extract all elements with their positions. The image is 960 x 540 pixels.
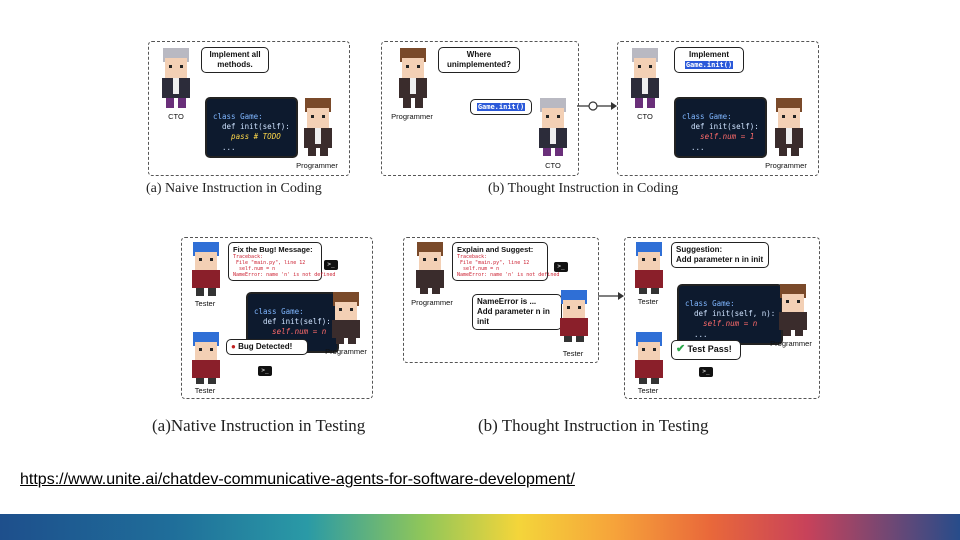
code-line: ... [682,142,705,152]
error-line: self.num = n [457,266,500,272]
code-line: self.num = 1 [682,132,755,142]
code-snippet: class Game: def init(self, n): self.num … [677,284,784,345]
check-icon: ✔ [676,343,686,355]
source-link[interactable]: https://www.unite.ai/chatdev-communicati… [20,471,575,488]
tester-avatar-icon [631,332,667,391]
code-line: ... [685,329,708,339]
tester-label: Tester [562,349,584,358]
programmer-label: Programmer [391,112,433,121]
bug-icon: ● [231,342,236,351]
bubble-line: Implement all [209,50,261,59]
programmer-avatar-icon [770,98,808,165]
programmer-avatar-icon [328,292,364,353]
bubble-line: methods. [217,60,253,69]
code-line: self.num = n [254,327,327,337]
bug-bubble: ● Bug Detected! [226,339,308,355]
tester-avatar-icon [631,242,667,303]
suggestion-line: Add parameter n in init [676,255,764,264]
error-message-box: Fix the Bug! Message: Traceback: File "m… [228,242,336,281]
programmer-label: Programmer [296,161,338,170]
error-line: self.num = n [233,266,276,272]
panel-thought-testing-left: Explain and Suggest: Traceback: File "ma… [403,237,599,363]
caption-naive-coding: (a) Naive Instruction in Coding [146,181,322,196]
error-line: NameError: name 'n' is not defined [233,272,336,278]
code-reference: Game.init() [684,61,734,69]
programmer-label: Programmer [411,298,453,307]
code-line: self.num = n [685,319,758,329]
error-message-box: Explain and Suggest: Traceback: File "ma… [452,242,560,281]
programmer-avatar-icon [775,284,811,345]
tester-avatar-icon [188,242,224,303]
terminal-icon: >_ [554,262,568,272]
suggestion-line: Suggestion: [676,245,723,254]
bubble-title: Fix the Bug! Message: [233,245,313,254]
error-line: File "main.py", line 12 [457,260,530,266]
connector-arrow-icon [598,292,624,300]
programmer-avatar-icon [412,242,448,301]
bug-text: Bug Detected! [238,342,293,351]
terminal-icon: >_ [324,260,338,270]
error-line: Traceback: [457,254,488,260]
connector-arrow-icon [577,101,617,111]
programmer-avatar-icon [394,48,432,115]
code-line: pass # TODO [213,132,281,142]
code-reference: Game.init() [476,103,526,111]
cto-label: CTO [545,161,561,170]
panel-thought-coding-right: Implement Game.init() CTO class Game: de… [617,41,819,176]
tester-label: Tester [637,297,659,306]
tester-label: Tester [194,386,216,395]
caption-thought-testing: (b) Thought Instruction in Testing [478,416,709,435]
programmer-label: Programmer [325,347,367,356]
code-line: def init(self, n): [685,309,776,319]
code-line: class Game: [254,307,304,317]
caption-native-testing: (a)Native Instruction in Testing [152,416,366,435]
code-line: class Game: [682,112,732,122]
code-line: class Game: [685,299,735,309]
panel-native-testing: Fix the Bug! Message: Traceback: File "m… [181,237,373,399]
error-line: NameError: name 'n' is not defined [457,272,560,278]
code-snippet: class Game: def init(self): pass # TODO … [205,97,298,158]
speech-bubble: Implement all methods. [201,47,269,73]
code-line: def init(self): [682,122,759,132]
speech-bubble: Implement Game.init() [674,47,744,73]
terminal-icon: >_ [258,366,272,376]
answer-line: Add parameter n in init [477,307,550,326]
programmer-avatar-icon [299,98,337,165]
cto-avatar-icon [534,98,572,165]
cto-label: CTO [168,112,184,121]
answer-bubble: Game.init() [470,99,532,115]
bubble-title: Explain and Suggest: [457,245,534,254]
panel-naive-coding: Implement all methods. CTO class Game: d… [148,41,350,176]
cto-avatar-icon [626,48,664,115]
suggestion-bubble: Suggestion: Add parameter n in init [671,242,769,268]
code-line: class Game: [213,112,263,122]
panel-thought-testing-right: Suggestion: Add parameter n in init Test… [624,237,820,399]
answer-bubble: NameError is ... Add parameter n in init [472,294,562,330]
panel-thought-coding-left: Where unimplemented? Programmer Game.ini… [381,41,579,176]
cto-avatar-icon [157,48,195,115]
answer-line: NameError is ... [477,297,537,306]
programmer-label: Programmer [770,339,812,348]
tester-label: Tester [637,386,659,395]
terminal-icon: >_ [699,367,713,377]
error-line: File "main.py", line 12 [233,260,306,266]
bubble-line: unimplemented? [446,60,511,69]
code-snippet: class Game: def init(self): self.num = 1… [674,97,767,158]
bubble-line: Implement [688,50,729,59]
tester-avatar-icon [556,290,592,351]
code-line: def init(self): [254,317,331,327]
pass-bubble: ✔ Test Pass! [671,340,741,360]
tester-avatar-icon [188,332,224,391]
code-line: ... [213,142,236,152]
decorative-gradient-bar [0,514,960,540]
bubble-line: Where [466,50,492,59]
tester-label: Tester [194,299,216,308]
pass-text: Test Pass! [687,344,732,354]
error-line: Traceback: [233,254,264,260]
programmer-label: Programmer [765,161,807,170]
caption-thought-coding: (b) Thought Instruction in Coding [488,181,679,196]
speech-bubble: Where unimplemented? [438,47,520,73]
code-line: def init(self): [213,122,290,132]
cto-label: CTO [637,112,653,121]
